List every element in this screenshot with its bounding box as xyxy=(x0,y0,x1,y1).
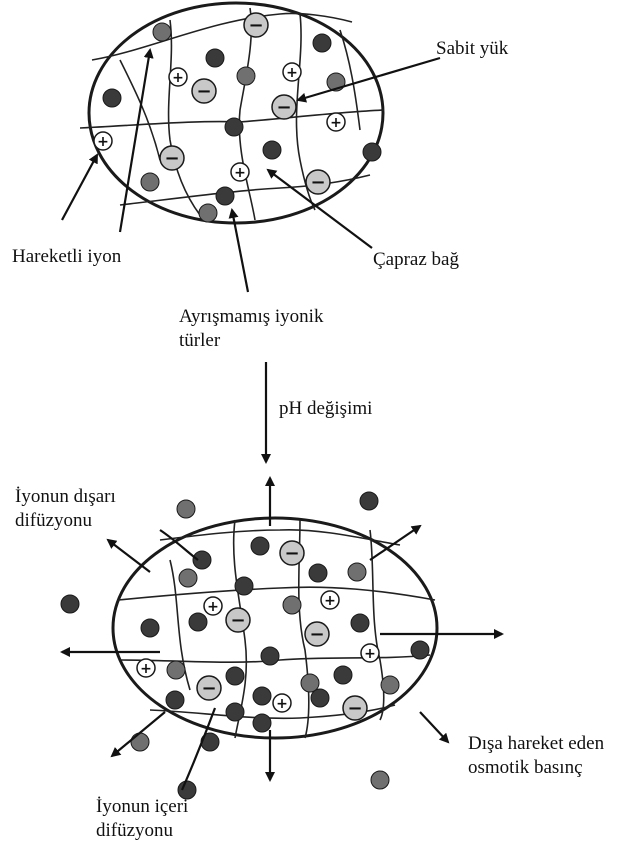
mobile-ion-neutral xyxy=(371,771,389,789)
label-outward-diffusion-line1: İyonun dışarı xyxy=(15,486,116,508)
mobile-ion-neutral xyxy=(141,173,159,191)
svg-text:−: − xyxy=(347,698,362,719)
mobile-ion-neutral xyxy=(131,733,149,751)
label-outward-diffusion-line2: difüzyonu xyxy=(15,510,92,532)
fixed-negative-charge: − xyxy=(280,541,304,565)
label-crosslink: Çapraz bağ xyxy=(373,249,459,271)
arrow-mobile-ion xyxy=(62,155,97,220)
svg-text:−: − xyxy=(284,543,299,564)
mobile-positive-ion: + xyxy=(137,659,155,677)
arrow-expand-lower-right xyxy=(420,712,448,742)
svg-text:+: + xyxy=(140,661,152,677)
svg-text:−: − xyxy=(310,172,325,193)
undissociated-ion xyxy=(193,551,211,569)
arrow-expand-upper-left xyxy=(108,540,150,572)
mobile-ion-neutral xyxy=(199,204,217,222)
label-mobile-ion: Hareketli iyon xyxy=(12,246,121,268)
undissociated-ion xyxy=(226,667,244,685)
fixed-negative-charge: − xyxy=(343,696,367,720)
svg-text:−: − xyxy=(276,97,291,118)
undissociated-ion xyxy=(61,595,79,613)
undissociated-ion xyxy=(166,691,184,709)
mobile-positive-ion: + xyxy=(204,597,222,615)
label-osmotic-line2: osmotik basınç xyxy=(468,757,583,779)
undissociated-ion xyxy=(263,141,281,159)
mobile-positive-ion: + xyxy=(283,63,301,81)
top-hydrogel: −+−+−++−+− xyxy=(80,3,384,223)
fixed-negative-charge: − xyxy=(192,79,216,103)
undissociated-ion xyxy=(311,689,329,707)
label-inward-diffusion-line1: İyonun içeri xyxy=(96,796,188,818)
svg-text:−: − xyxy=(164,148,179,169)
undissociated-ion xyxy=(253,714,271,732)
undissociated-ion xyxy=(261,647,279,665)
mobile-positive-ion: + xyxy=(273,694,291,712)
fixed-negative-charge: − xyxy=(197,676,221,700)
undissociated-ion xyxy=(334,666,352,684)
label-inward-diffusion-line2: difüzyonu xyxy=(96,820,173,842)
fixed-negative-charge: − xyxy=(226,608,250,632)
undissociated-ion xyxy=(226,703,244,721)
svg-text:+: + xyxy=(364,646,376,662)
svg-text:−: − xyxy=(230,610,245,631)
fixed-negative-charge: − xyxy=(272,95,296,119)
svg-text:+: + xyxy=(276,696,288,712)
svg-text:−: − xyxy=(201,678,216,699)
svg-text:+: + xyxy=(207,599,219,615)
mobile-positive-ion: + xyxy=(361,644,379,662)
undissociated-ion xyxy=(103,89,121,107)
undissociated-ion xyxy=(216,187,234,205)
undissociated-ion xyxy=(235,577,253,595)
undissociated-ion xyxy=(251,537,269,555)
mobile-positive-ion: + xyxy=(169,68,187,86)
undissociated-ion xyxy=(411,641,429,659)
undissociated-ion xyxy=(253,687,271,705)
undissociated-ion xyxy=(141,619,159,637)
undissociated-ion xyxy=(225,118,243,136)
svg-text:+: + xyxy=(97,134,109,150)
mobile-ion-neutral xyxy=(179,569,197,587)
svg-text:−: − xyxy=(309,624,324,645)
svg-text:+: + xyxy=(286,65,298,81)
svg-text:−: − xyxy=(196,81,211,102)
undissociated-ion xyxy=(189,613,207,631)
mobile-ion-neutral xyxy=(167,661,185,679)
fixed-negative-charge: − xyxy=(244,13,268,37)
undissociated-ion xyxy=(363,143,381,161)
mobile-positive-ion: + xyxy=(94,132,112,150)
svg-text:+: + xyxy=(172,70,184,86)
fixed-negative-charge: − xyxy=(305,622,329,646)
undissociated-ion xyxy=(313,34,331,52)
label-fixed-charge: Sabit yük xyxy=(436,38,508,60)
label-osmotic-line1: Dışa hareket eden xyxy=(468,733,604,755)
mobile-ion-neutral xyxy=(283,596,301,614)
mobile-ion-neutral xyxy=(153,23,171,41)
svg-text:+: + xyxy=(330,115,342,131)
mobile-ion-neutral xyxy=(237,67,255,85)
undissociated-ion xyxy=(206,49,224,67)
label-ph-change: pH değişimi xyxy=(279,398,372,420)
undissociated-ion xyxy=(309,564,327,582)
mobile-positive-ion: + xyxy=(321,591,339,609)
label-undissociated-line1: Ayrışmamış iyonik xyxy=(179,306,323,328)
fixed-negative-charge: − xyxy=(306,170,330,194)
undissociated-ion xyxy=(360,492,378,510)
mobile-ion-neutral xyxy=(348,563,366,581)
fixed-negative-charge: − xyxy=(160,146,184,170)
svg-text:−: − xyxy=(248,15,263,36)
svg-text:+: + xyxy=(324,593,336,609)
mobile-positive-ion: + xyxy=(327,113,345,131)
svg-text:+: + xyxy=(234,165,246,181)
mobile-positive-ion: + xyxy=(231,163,249,181)
mobile-ion-neutral xyxy=(381,676,399,694)
label-undissociated-line2: türler xyxy=(179,330,220,352)
undissociated-ion xyxy=(351,614,369,632)
mobile-ion-neutral xyxy=(177,500,195,518)
